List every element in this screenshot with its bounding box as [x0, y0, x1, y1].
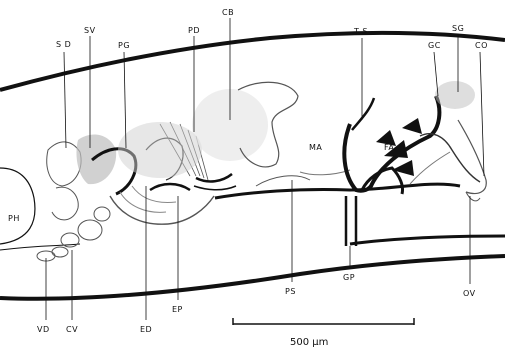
- male-atrium-tube: [256, 176, 310, 186]
- label-ed: ED: [140, 325, 152, 334]
- genital-pore: [346, 196, 356, 246]
- pharynx-outline: [0, 168, 35, 244]
- female-atrium-region: [344, 96, 480, 194]
- tissue-stipple-1: [118, 122, 202, 178]
- label-co: CO: [475, 41, 488, 50]
- label-gc: GC: [428, 41, 441, 50]
- label-ps: PS: [285, 287, 296, 296]
- label-ep: EP: [172, 305, 183, 314]
- label-pg: PG: [118, 41, 130, 50]
- atrium-floor: [215, 184, 460, 198]
- label-cv: CV: [66, 325, 78, 334]
- label-ma: MA: [309, 143, 322, 152]
- label-ts: T S: [353, 27, 368, 36]
- label-ov: OV: [463, 289, 476, 298]
- ventral-body-wall: [0, 256, 505, 299]
- label-cb: CB: [222, 8, 234, 17]
- male-atrium-line: [300, 170, 350, 175]
- label-ph: PH: [8, 214, 20, 223]
- label-sd: S D: [56, 40, 71, 49]
- shell-gland-stipple: [435, 81, 475, 109]
- label-sg: SG: [452, 24, 464, 33]
- scale-bar: 500 μm: [233, 318, 414, 348]
- common-oviduct: [458, 120, 486, 194]
- atrium-floor-lower: [350, 236, 505, 244]
- scale-bar-label: 500 μm: [290, 337, 328, 348]
- label-gp: GP: [343, 273, 355, 282]
- label-pd: PD: [188, 26, 200, 35]
- label-fa: FA: [384, 143, 394, 152]
- seminal-vesicle-stipple: [76, 135, 116, 185]
- label-vd: VD: [37, 325, 50, 334]
- label-sv: SV: [84, 26, 96, 35]
